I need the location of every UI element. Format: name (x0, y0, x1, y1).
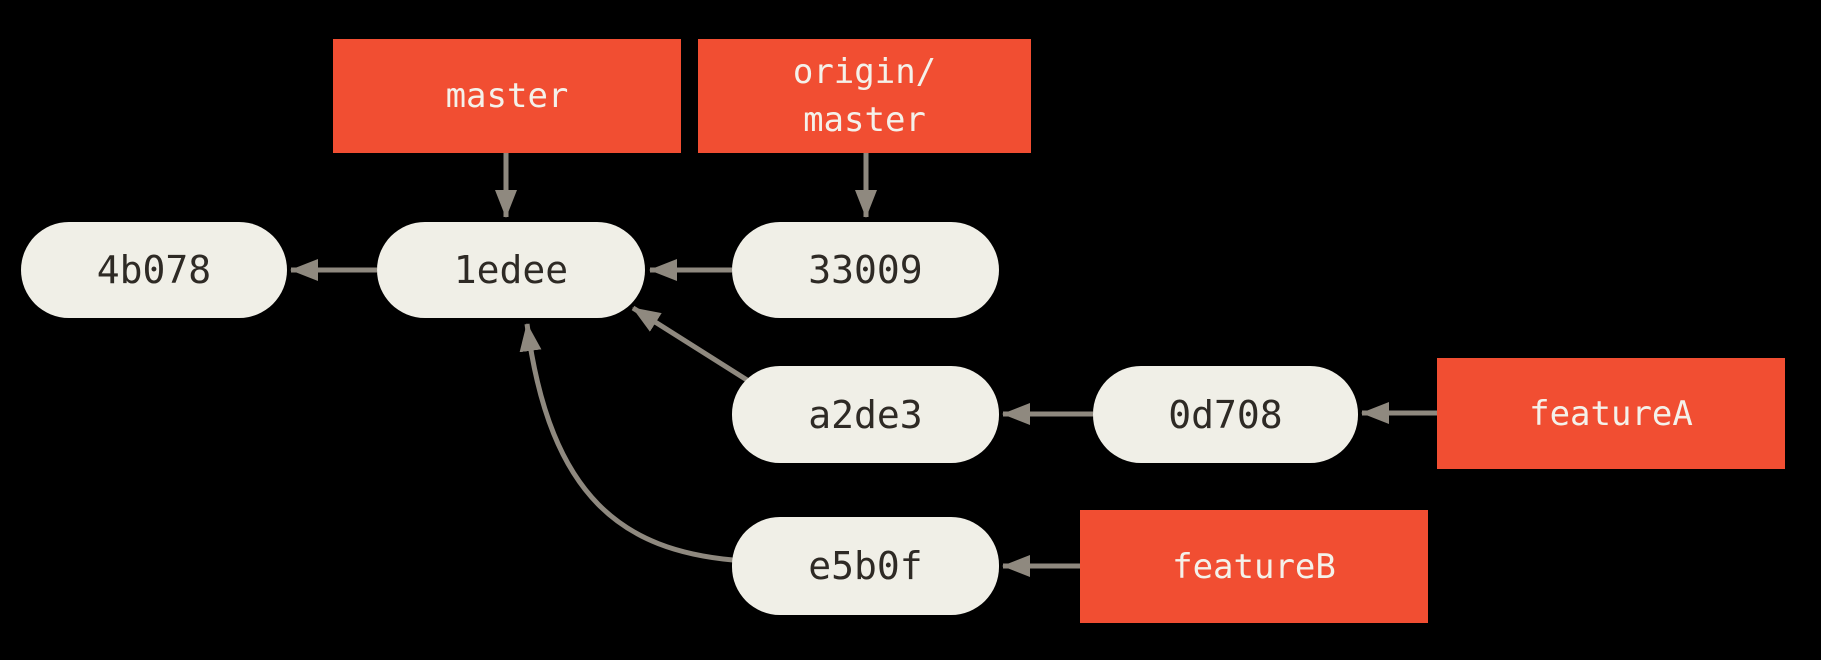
commit-node-e5b0f: e5b0f (732, 517, 999, 615)
edge-a2de3-to-1edee (631, 305, 749, 383)
commit-hash-text: e5b0f (808, 544, 923, 588)
commit-node-a2de3: a2de3 (732, 366, 999, 463)
branch-label-origin-master: origin/ master (698, 39, 1031, 153)
branch-label-featureB: featureB (1080, 510, 1428, 623)
commit-hash-text: 1edee (453, 248, 569, 292)
branch-label-featureA-text: featureA (1529, 393, 1693, 434)
commit-node-4b078: 4b078 (21, 222, 287, 318)
commit-hash-text: 33009 (808, 248, 923, 292)
branch-label-master-text: master (445, 76, 569, 116)
branch-label-master: master (333, 39, 681, 153)
commit-hash-text: 0d708 (1168, 392, 1283, 437)
branch-label-origin-master-text: origin/ master (792, 52, 937, 140)
commit-hash-text: a2de3 (808, 392, 923, 437)
branch-label-featureB-text: featureB (1172, 546, 1336, 587)
branch-label-featureA: featureA (1437, 358, 1785, 469)
edge-e5b0f-to-1edee (519, 323, 734, 563)
commit-node-33009: 33009 (732, 222, 999, 318)
commit-hash-text: 4b078 (96, 248, 212, 292)
commit-node-0d708: 0d708 (1093, 366, 1358, 463)
commit-node-1edee: 1edee (377, 222, 645, 318)
